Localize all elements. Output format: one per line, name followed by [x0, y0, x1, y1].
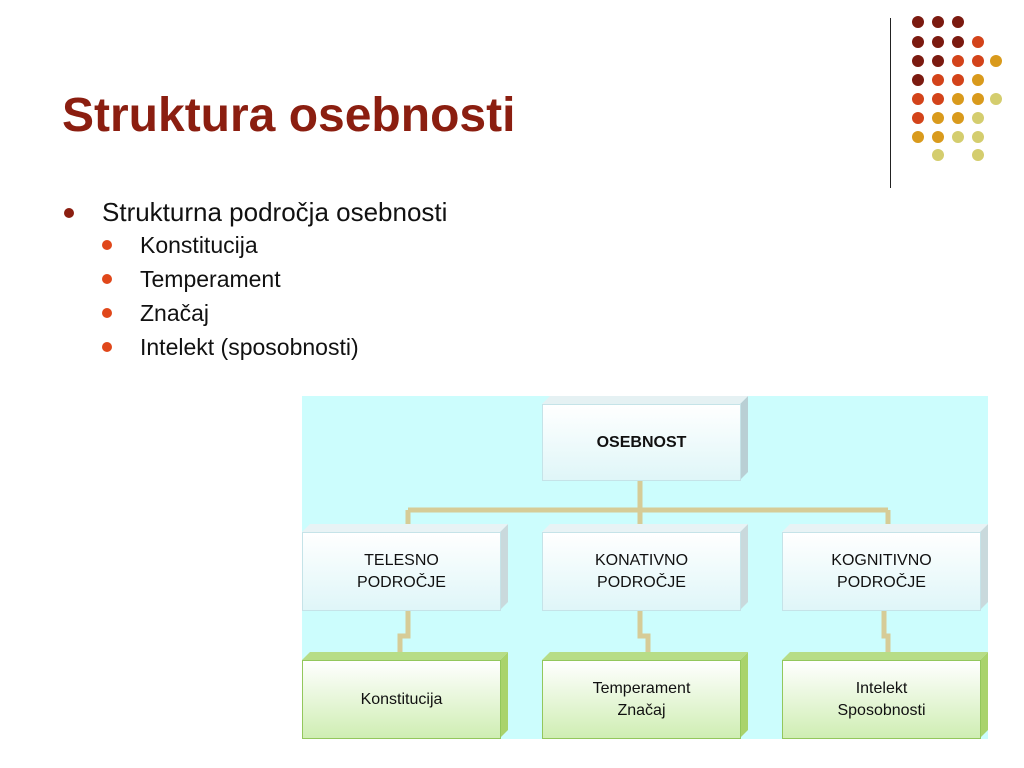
bullet-level2: Konstitucija — [62, 228, 447, 262]
node-leaf-label: Konstitucija — [360, 690, 443, 708]
bullet-item-text: Značaj — [140, 300, 210, 326]
bullet-list: Strukturna področja osebnosti Konstituci… — [62, 196, 447, 364]
bullet-dot-icon — [102, 342, 112, 352]
bullet-dot-icon — [64, 208, 74, 218]
node-leaf-label: Temperament Značaj — [592, 679, 691, 719]
node-area-2: KONATIVNO PODROČJE — [542, 532, 741, 611]
decorative-dot-grid — [912, 16, 1002, 161]
bullet-dot-icon — [102, 274, 112, 284]
bullet-dot-icon — [102, 308, 112, 318]
node-root-label: OSEBNOST — [596, 433, 687, 451]
dot-grid-group — [912, 16, 1002, 161]
node-leaf-1: Konstitucija — [302, 660, 501, 739]
node-leaf-2: Temperament Značaj — [542, 660, 741, 739]
node-area-label: KONATIVNO PODROČJE — [594, 551, 689, 591]
vertical-divider — [890, 18, 891, 188]
hierarchy-diagram: OSEBNOST TELESNO PODROČJE KONATIVNO PODR… — [302, 396, 988, 739]
bullet-dot-icon — [102, 240, 112, 250]
node-leaf-3: Intelekt Sposobnosti — [782, 660, 981, 739]
node-area-label: KOGNITIVNO PODROČJE — [831, 551, 932, 591]
bullet-main-text: Strukturna področja osebnosti — [102, 197, 448, 227]
bullet-item-text: Konstitucija — [140, 232, 258, 258]
connector-lines — [302, 396, 988, 738]
node-area-label: TELESNO PODROČJE — [357, 551, 446, 591]
slide-title: Struktura osebnosti — [62, 89, 516, 142]
node-leaf-label: Intelekt Sposobnosti — [837, 679, 926, 719]
bullet-item-text: Temperament — [140, 266, 281, 292]
node-root: OSEBNOST — [542, 404, 741, 481]
bullet-level1: Strukturna področja osebnosti — [62, 196, 447, 228]
bullet-level2: Temperament — [62, 262, 447, 296]
node-area-1: TELESNO PODROČJE — [302, 532, 501, 611]
bullet-level2: Značaj — [62, 296, 447, 330]
bullet-item-text: Intelekt (sposobnosti) — [140, 334, 359, 360]
bullet-level2: Intelekt (sposobnosti) — [62, 330, 447, 364]
node-area-3: KOGNITIVNO PODROČJE — [782, 532, 981, 611]
